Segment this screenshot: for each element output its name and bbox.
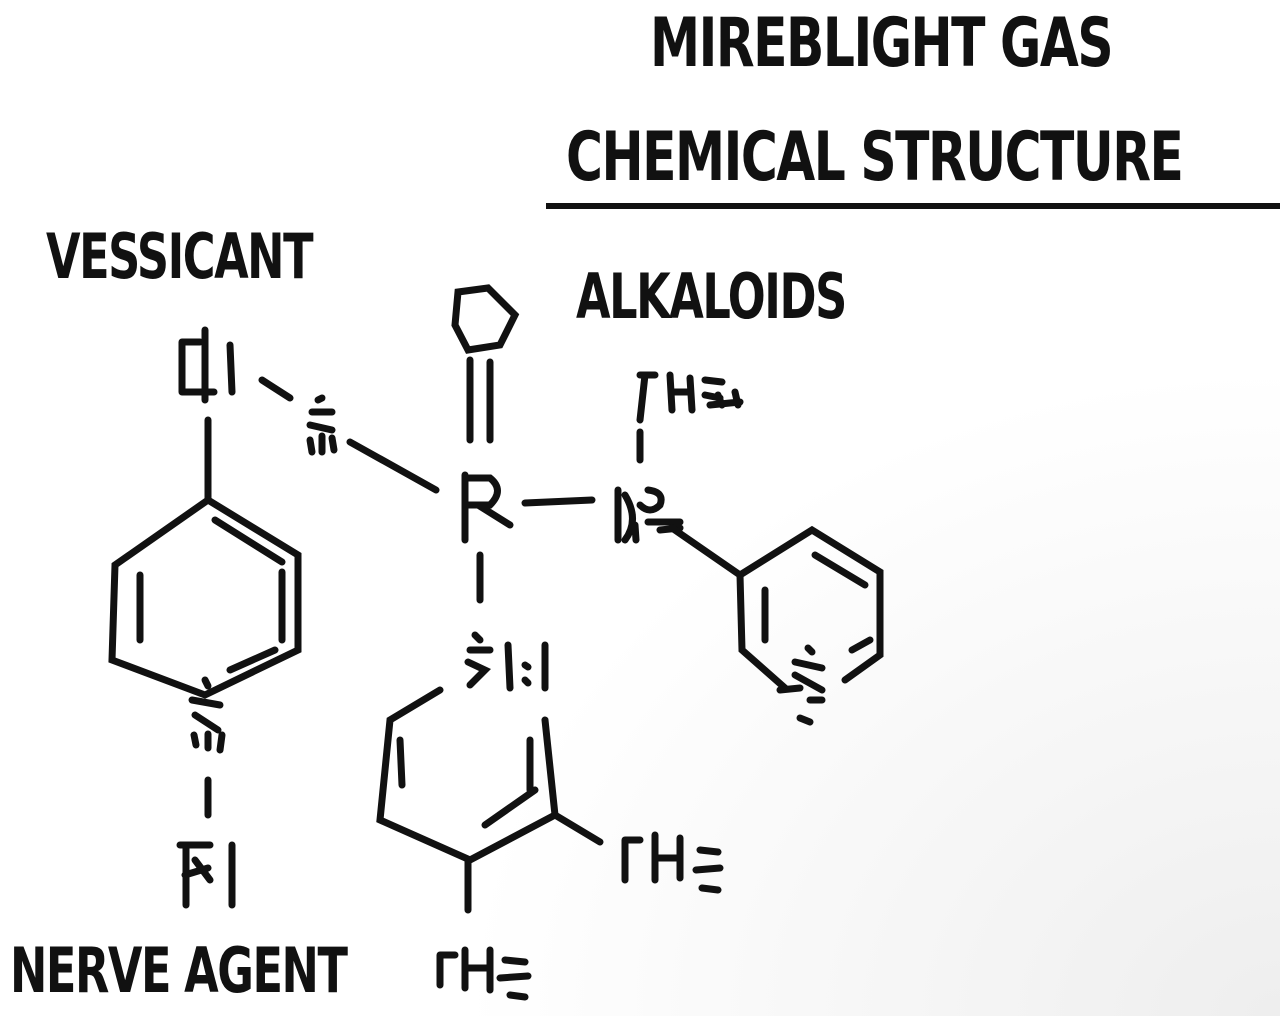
right-ring: [668, 524, 884, 692]
atom-o-top: [451, 284, 520, 354]
atom-top-left: [178, 326, 236, 404]
atom-si-top: [306, 394, 338, 456]
bond-si-p: [346, 438, 440, 494]
label-alkaloids: ALKALOIDS: [576, 260, 847, 333]
atom-s-right: [614, 486, 684, 544]
atom-si-right: [776, 644, 826, 726]
atom-ch3-top: [636, 371, 744, 424]
atom-si-left: [188, 676, 226, 754]
atom-ch: [464, 631, 549, 692]
atom-p-center: [461, 471, 514, 544]
label-nerve-agent: NERVE AGENT: [10, 934, 348, 1007]
title-line-1: MIREBLIGHT GAS: [650, 4, 1114, 83]
atom-ch3-bottom: [436, 946, 532, 1001]
atom-ch3-right: [621, 831, 724, 894]
left-ring: [108, 416, 302, 699]
bottom-ring: [376, 686, 604, 914]
label-vessicant: VESSICANT: [46, 220, 314, 293]
atom-f-bottom: [176, 841, 236, 909]
bond-cl-si-top: [258, 376, 294, 402]
title-line-2: CHEMICAL STRUCTURE: [566, 118, 1184, 197]
title-underline: [546, 203, 1280, 209]
bond-p-s: [521, 496, 596, 507]
